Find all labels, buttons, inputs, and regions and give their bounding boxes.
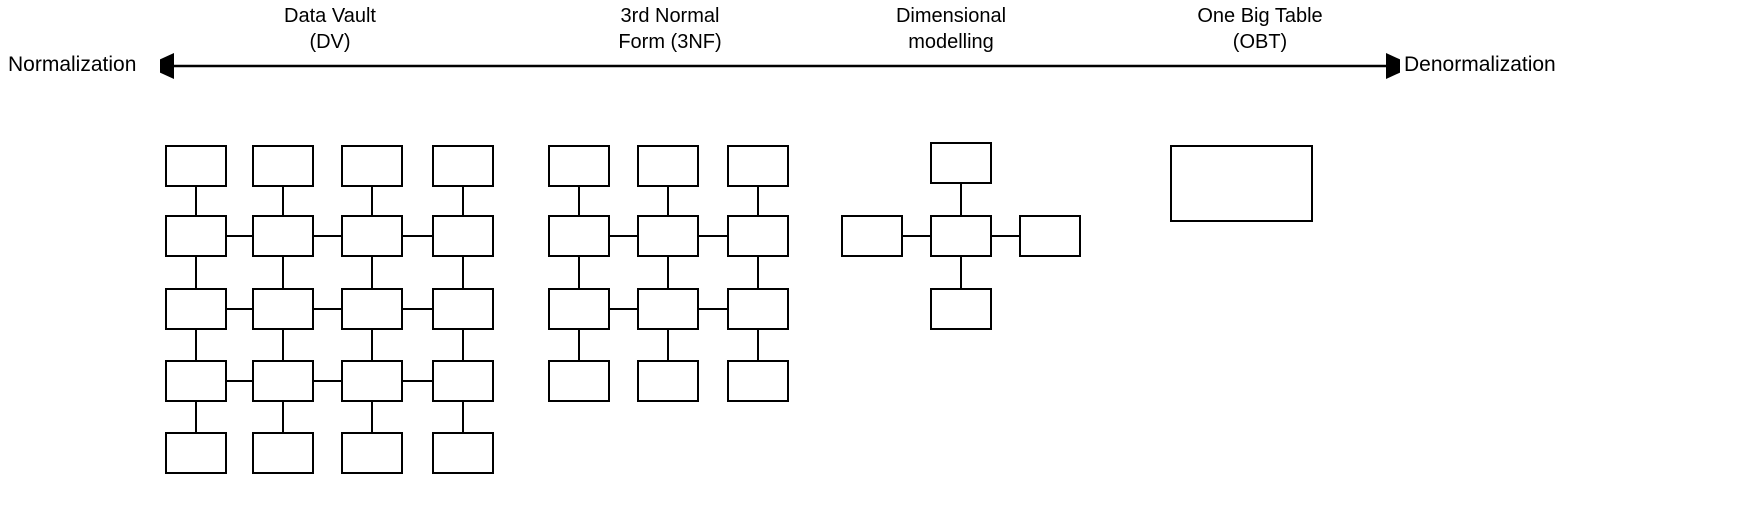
connector-vertical <box>666 330 670 360</box>
one-big-table-box <box>1170 145 1313 222</box>
connector-vertical <box>756 257 760 288</box>
dimension-box <box>841 215 903 257</box>
entity-box <box>252 360 314 402</box>
entity-box <box>637 360 699 402</box>
entity-box <box>432 432 494 474</box>
connector-horizontal <box>610 307 637 311</box>
fact-box <box>930 215 992 257</box>
entity-box <box>432 288 494 330</box>
entity-box <box>548 360 610 402</box>
entity-box <box>637 145 699 187</box>
connector-horizontal <box>403 307 432 311</box>
entity-box <box>341 288 403 330</box>
stage-label-dimensional-modelling: Dimensional modelling <box>895 5 1007 53</box>
axis-label-denormalization: Denormalization <box>1404 53 1556 76</box>
connector-vertical <box>461 330 465 360</box>
connector-vertical <box>959 184 963 215</box>
connector-vertical <box>194 330 198 360</box>
entity-box <box>432 145 494 187</box>
entity-box <box>341 215 403 257</box>
connector-horizontal <box>403 379 432 383</box>
connector-horizontal <box>610 234 637 238</box>
connector-vertical <box>194 187 198 215</box>
connector-vertical <box>370 330 374 360</box>
dimension-box <box>930 142 992 184</box>
connector-horizontal <box>903 234 930 238</box>
connector-vertical <box>461 187 465 215</box>
connector-vertical <box>281 187 285 215</box>
connector-vertical <box>370 402 374 432</box>
entity-box <box>432 360 494 402</box>
entity-box <box>432 215 494 257</box>
entity-box <box>727 215 789 257</box>
connector-vertical <box>281 330 285 360</box>
connector-vertical <box>666 257 670 288</box>
connector-vertical <box>577 330 581 360</box>
connector-vertical <box>756 187 760 215</box>
connector-horizontal <box>227 307 252 311</box>
connector-horizontal <box>403 234 432 238</box>
entity-box <box>165 215 227 257</box>
entity-box <box>341 360 403 402</box>
entity-box <box>252 145 314 187</box>
connector-horizontal <box>227 234 252 238</box>
connector-horizontal <box>699 307 727 311</box>
dimension-box <box>1019 215 1081 257</box>
axis-label-normalization: Normalization <box>8 53 137 76</box>
entity-box <box>637 288 699 330</box>
entity-box <box>165 360 227 402</box>
connector-vertical <box>281 257 285 288</box>
connector-vertical <box>461 257 465 288</box>
connector-vertical <box>461 402 465 432</box>
entity-box <box>548 145 610 187</box>
entity-box <box>252 215 314 257</box>
entity-box <box>165 432 227 474</box>
connector-vertical <box>577 257 581 288</box>
stage-label-one-big-table: One Big Table (OBT) <box>1197 5 1323 53</box>
entity-box <box>341 432 403 474</box>
entity-box <box>727 360 789 402</box>
entity-box <box>727 145 789 187</box>
connector-vertical <box>194 402 198 432</box>
entity-box <box>548 215 610 257</box>
entity-box <box>252 432 314 474</box>
connector-vertical <box>370 187 374 215</box>
connector-vertical <box>666 187 670 215</box>
connector-vertical <box>194 257 198 288</box>
stage-label-third-normal-form: 3rd Normal Form (3NF) <box>618 5 722 53</box>
connector-vertical <box>281 402 285 432</box>
stage-label-data-vault: Data Vault (DV) <box>284 5 376 53</box>
connector-horizontal <box>314 234 341 238</box>
connector-horizontal <box>314 307 341 311</box>
connector-horizontal <box>992 234 1019 238</box>
entity-box <box>548 288 610 330</box>
connector-horizontal <box>699 234 727 238</box>
entity-box <box>165 288 227 330</box>
connector-vertical <box>370 257 374 288</box>
connector-horizontal <box>227 379 252 383</box>
dimension-box <box>930 288 992 330</box>
entity-box <box>637 215 699 257</box>
connector-horizontal <box>314 379 341 383</box>
entity-box <box>252 288 314 330</box>
connector-vertical <box>577 187 581 215</box>
double-arrow-icon <box>145 48 1415 84</box>
entity-box <box>165 145 227 187</box>
connector-vertical <box>959 257 963 288</box>
entity-box <box>727 288 789 330</box>
connector-vertical <box>756 330 760 360</box>
entity-box <box>341 145 403 187</box>
